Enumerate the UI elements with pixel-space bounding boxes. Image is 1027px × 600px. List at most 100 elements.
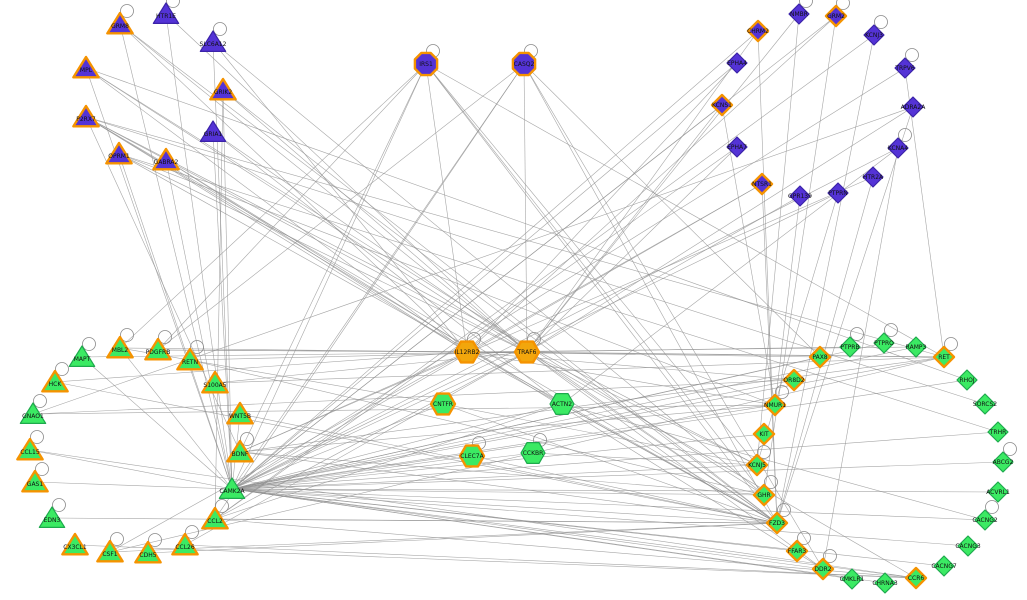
graph-edge[interactable] — [239, 356, 945, 453]
graph-edge[interactable] — [231, 147, 899, 490]
graph-edge[interactable] — [425, 63, 765, 496]
graph-edge[interactable] — [222, 89, 778, 524]
node-GABRA2[interactable] — [152, 147, 180, 171]
node-HTR2A[interactable] — [862, 166, 884, 188]
node-EPHA7[interactable] — [726, 136, 748, 158]
graph-edge[interactable] — [212, 131, 778, 524]
graph-edge[interactable] — [165, 159, 233, 490]
graph-edge[interactable] — [231, 183, 763, 490]
graph-edge[interactable] — [214, 89, 224, 520]
node-OR8D2[interactable] — [782, 368, 806, 392]
graph-edge[interactable] — [222, 89, 233, 490]
graph-edge[interactable] — [231, 67, 906, 490]
node-KCNJ3[interactable] — [863, 24, 885, 46]
graph-edge[interactable] — [526, 30, 759, 353]
self-loop-edge[interactable] — [215, 499, 229, 513]
graph-edge[interactable] — [239, 413, 778, 524]
node-EDN3[interactable] — [38, 506, 66, 528]
node-CCL15[interactable] — [16, 437, 44, 461]
graph-edge[interactable] — [231, 62, 738, 490]
graph-edge[interactable] — [29, 449, 233, 490]
self-loop-edge[interactable] — [35, 462, 49, 476]
node-BDNF[interactable] — [226, 439, 254, 463]
graph-edge[interactable] — [85, 67, 528, 353]
node-NMBR[interactable] — [788, 3, 810, 25]
graph-edge[interactable] — [466, 351, 776, 406]
graph-edge[interactable] — [119, 347, 233, 490]
self-loop-edge[interactable] — [777, 503, 791, 517]
graph-edge[interactable] — [231, 379, 795, 490]
graph-edge[interactable] — [231, 404, 776, 490]
graph-edge[interactable] — [85, 116, 468, 353]
node-S100A5[interactable] — [201, 370, 229, 394]
node-IRS1[interactable] — [413, 51, 439, 77]
graph-edge[interactable] — [239, 451, 778, 524]
node-NMUR1[interactable] — [763, 393, 787, 417]
node-SORCS2[interactable] — [974, 393, 996, 415]
graph-edge[interactable] — [526, 195, 801, 353]
node-KCNA4[interactable] — [887, 137, 909, 159]
node-EPHA4[interactable] — [726, 52, 748, 74]
node-TRAF6[interactable] — [513, 340, 541, 364]
graph-edge[interactable] — [523, 63, 528, 353]
graph-edge[interactable] — [214, 63, 525, 520]
graph-edge[interactable] — [231, 351, 528, 490]
self-loop-edge[interactable] — [166, 0, 180, 8]
graph-edge[interactable] — [763, 15, 837, 496]
self-loop-edge[interactable] — [1003, 442, 1017, 456]
graph-edge[interactable] — [231, 488, 969, 547]
node-GRIA1[interactable] — [199, 120, 227, 142]
node-PAX8[interactable] — [808, 345, 832, 369]
graph-edge[interactable] — [466, 15, 837, 353]
graph-edge[interactable] — [239, 351, 468, 453]
self-loop-edge[interactable] — [213, 22, 227, 36]
self-loop-edge[interactable] — [82, 337, 96, 351]
graph-edge[interactable] — [212, 131, 233, 490]
node-GNAO1[interactable] — [19, 402, 47, 424]
graph-edge[interactable] — [189, 359, 765, 496]
graph-edge[interactable] — [34, 481, 233, 490]
graph-edge[interactable] — [119, 23, 528, 353]
graph-edge[interactable] — [231, 63, 525, 490]
node-GRM2[interactable] — [824, 4, 848, 28]
graph-edge[interactable] — [118, 153, 776, 406]
node-GPR139[interactable] — [789, 185, 811, 207]
graph-edge[interactable] — [51, 517, 778, 524]
graph-edge[interactable] — [85, 67, 968, 381]
graph-edge[interactable] — [222, 89, 528, 353]
self-loop-edge[interactable] — [898, 128, 912, 142]
graph-edge[interactable] — [184, 351, 528, 546]
graph-edge[interactable] — [32, 106, 914, 415]
node-MPL[interactable] — [72, 55, 100, 79]
node-ACVRL1[interactable] — [987, 481, 1009, 503]
graph-edge[interactable] — [526, 13, 800, 353]
graph-edge[interactable] — [526, 146, 738, 353]
node-PTPRN[interactable] — [827, 182, 849, 204]
self-loop-edge[interactable] — [775, 385, 789, 399]
self-loop-edge[interactable] — [30, 430, 44, 444]
graph-edge[interactable] — [231, 455, 473, 490]
node-GRIK2[interactable] — [209, 77, 237, 101]
graph-edge[interactable] — [231, 356, 945, 490]
graph-edge[interactable] — [526, 104, 723, 353]
node-CACNG3[interactable] — [957, 535, 979, 557]
node-RHOJ[interactable] — [956, 369, 978, 391]
graph-edge[interactable] — [761, 183, 778, 524]
graph-edge[interactable] — [231, 346, 917, 490]
graph-edge[interactable] — [109, 522, 778, 553]
self-loop-edge[interactable] — [823, 549, 837, 563]
graph-edge[interactable] — [118, 153, 778, 524]
graph-edge[interactable] — [85, 67, 233, 490]
graph-edge[interactable] — [231, 379, 968, 490]
node-WNT5B[interactable] — [226, 401, 254, 425]
graph-edge[interactable] — [85, 116, 778, 524]
node-CHRNA3[interactable] — [874, 572, 896, 594]
graph-edge[interactable] — [231, 403, 563, 490]
node-CACNG2[interactable] — [974, 509, 996, 531]
self-loop-edge[interactable] — [148, 533, 162, 547]
graph-edge[interactable] — [85, 116, 528, 353]
self-loop-edge[interactable] — [884, 323, 898, 337]
self-loop-edge[interactable] — [944, 337, 958, 351]
self-loop-edge[interactable] — [985, 500, 999, 514]
graph-edge[interactable] — [239, 404, 776, 453]
